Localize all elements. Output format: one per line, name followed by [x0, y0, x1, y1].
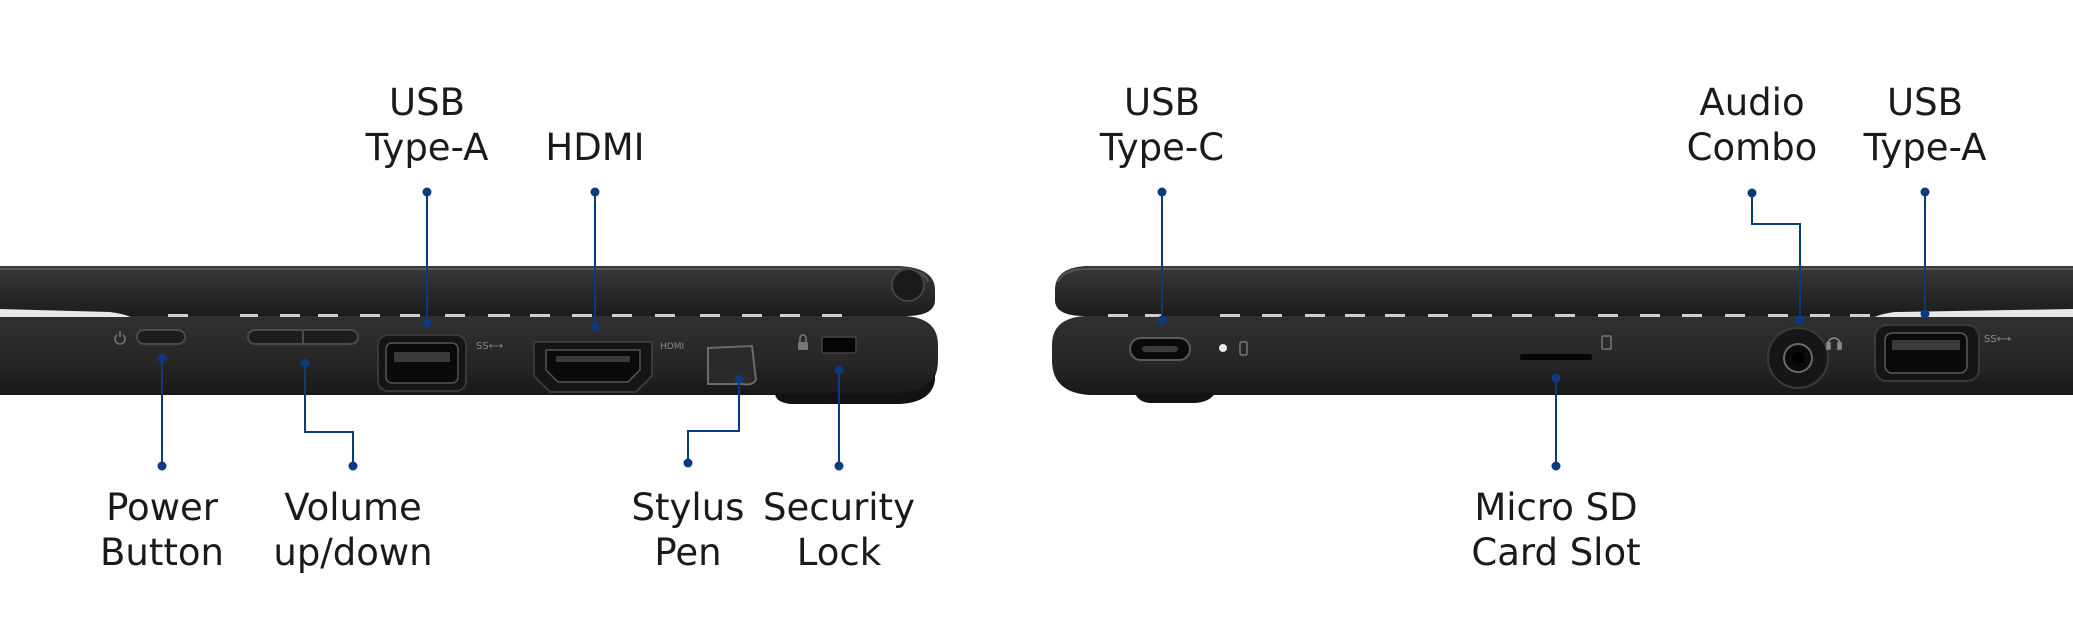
right-foot [1135, 393, 1215, 403]
status-led-icon [1219, 344, 1227, 352]
left-gap-strip [0, 309, 130, 317]
label-line: Micro SD [1474, 486, 1638, 529]
label-volume: Volume up/down [273, 485, 432, 575]
dot-right-usb-a-port [1920, 309, 1930, 319]
left-usb-a-port [385, 342, 459, 384]
hdmi-port [545, 349, 641, 383]
label-right-usb-type-a: USB Type-A [1864, 80, 1987, 170]
callout-dots [157, 187, 1930, 471]
power-button-port [136, 329, 186, 345]
sd-card-icon [1601, 335, 1612, 350]
dot-security-bottom [834, 461, 844, 471]
callout-lines [161, 192, 1926, 466]
label-line: Card Slot [1471, 531, 1641, 574]
right-lid-edge [1057, 268, 2073, 283]
dot-usb-c-port [1157, 315, 1167, 325]
label-line: Security [763, 486, 915, 529]
label-line: USB [389, 81, 465, 124]
label-stylus-pen: Stylus Pen [632, 485, 745, 575]
label-line: Type-A [365, 126, 489, 169]
right-key-highlights [1108, 314, 1870, 317]
dot-left-usb-a-top [422, 187, 432, 197]
label-line: Combo [1686, 126, 1818, 169]
label-audio-combo: Audio Combo [1687, 80, 1818, 170]
callout-line-volume [304, 363, 354, 466]
dot-audio-port [1795, 315, 1805, 325]
stylus-pen-slot [707, 344, 758, 386]
hdmi-icon: HDMI [660, 342, 684, 352]
laptop-right-side: SS⟷ [1052, 266, 2073, 403]
security-lock-slot [821, 336, 857, 354]
label-security-lock: Security Lock [763, 485, 915, 575]
left-base [0, 316, 938, 395]
dot-power-port [157, 353, 167, 363]
battery-icon [1239, 341, 1248, 356]
power-icon [114, 331, 126, 345]
callout-line-audio [1751, 193, 1801, 320]
dot-audio-top [1747, 188, 1757, 198]
left-hinge [891, 268, 925, 302]
label-left-usb-type-a: USB Type-A [366, 80, 489, 170]
dot-micro-sd-port [1551, 373, 1561, 383]
label-line: Type-C [1099, 126, 1225, 169]
dot-volume-bottom [348, 461, 358, 471]
label-line: Volume [284, 486, 422, 529]
label-line: Button [100, 531, 224, 574]
headphone-icon [1826, 337, 1842, 350]
dot-power-bottom [157, 461, 167, 471]
dot-hdmi-port [590, 322, 600, 332]
lock-icon [798, 334, 808, 350]
label-usb-type-c: USB Type-C [1100, 80, 1224, 170]
usb-superspeed-icon: SS⟷ [1984, 334, 2011, 345]
dot-volume-port [300, 358, 310, 368]
dot-usb-c-top [1157, 187, 1167, 197]
label-power-button: Power Button [100, 485, 224, 575]
micro-sd-slot [1520, 354, 1592, 360]
dot-security-port [834, 365, 844, 375]
left-key-highlights [168, 314, 842, 317]
callout-line-stylus [687, 379, 740, 463]
label-line: Lock [796, 531, 882, 574]
label-line: Power [106, 486, 218, 529]
label-line: Type-A [1863, 126, 1987, 169]
right-usb-a-port [1884, 332, 1968, 374]
dot-micro-sd-bottom [1551, 461, 1561, 471]
label-line: USB [1887, 81, 1963, 124]
usb-superspeed-icon: SS⟷ [476, 341, 503, 352]
label-line: Stylus [631, 486, 745, 529]
left-lid [0, 266, 935, 316]
dot-left-usb-a-port [422, 318, 432, 328]
label-micro-sd-card-slot: Micro SD Card Slot [1471, 485, 1640, 575]
left-foot [775, 372, 935, 404]
dot-hdmi-top [590, 187, 600, 197]
label-line: Audio [1699, 81, 1805, 124]
label-line: HDMI [545, 126, 645, 169]
dot-stylus-bottom [683, 458, 693, 468]
label-line: Pen [654, 531, 722, 574]
label-line: USB [1124, 81, 1200, 124]
label-hdmi: HDMI [545, 125, 644, 170]
dot-right-usb-a-top [1920, 187, 1930, 197]
dot-stylus-port [734, 374, 744, 384]
laptop-left-side: SS⟷ HDMI [0, 266, 938, 404]
label-line: up/down [273, 531, 433, 574]
right-lid [1055, 266, 2073, 316]
